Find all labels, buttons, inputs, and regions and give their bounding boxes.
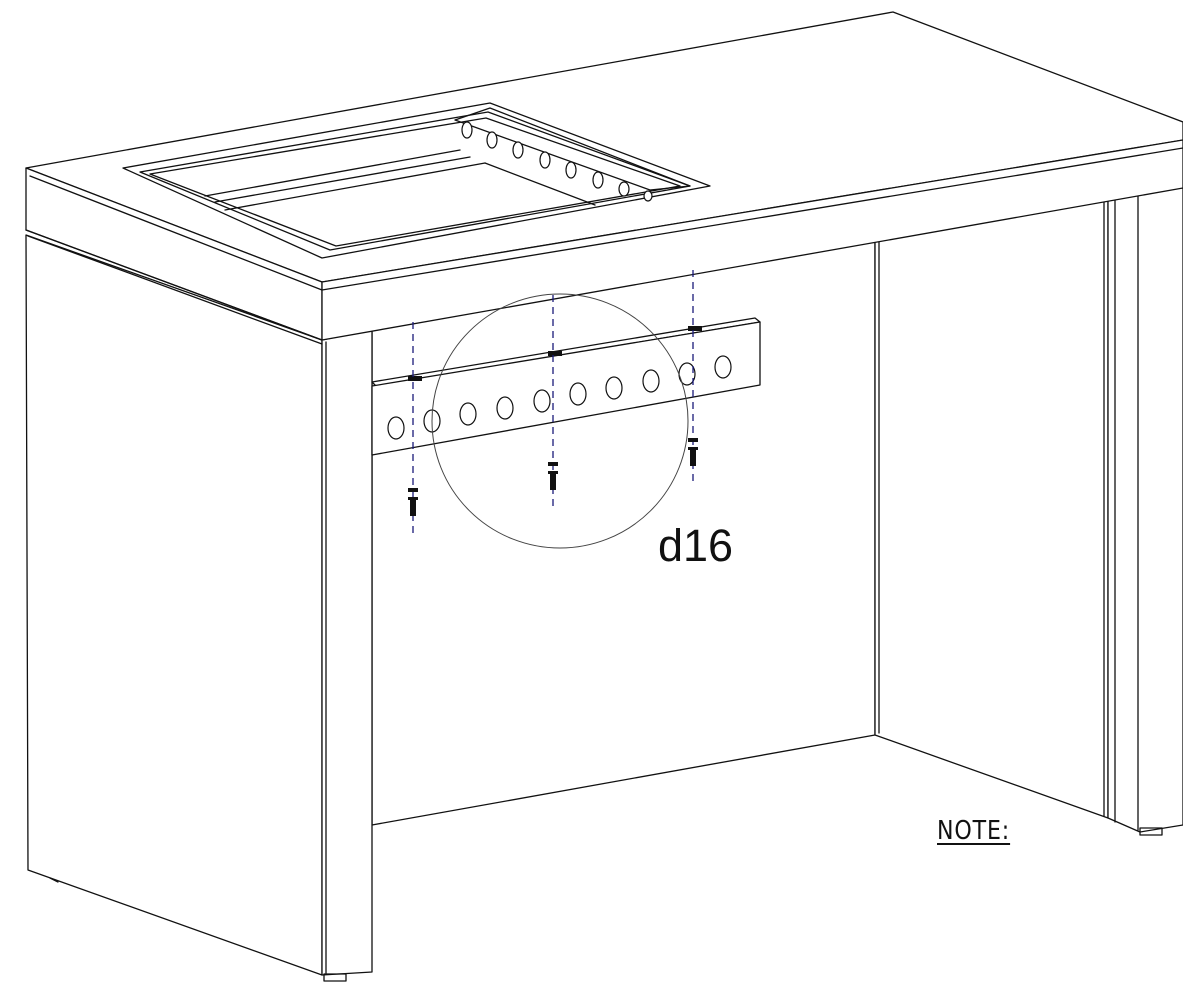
sink-cutout-rim (122, 102, 711, 259)
left-side-panel (25, 234, 323, 976)
right-outer-panel (1107, 179, 1183, 833)
right-foot (1139, 827, 1163, 836)
rail-clip (408, 376, 422, 381)
rail-clip (688, 326, 702, 331)
mounting-rail-holes (387, 355, 732, 440)
note-label: NOTE: (937, 816, 1011, 846)
screw (688, 438, 698, 466)
left-foot (323, 973, 347, 982)
screw (548, 462, 558, 490)
screw (408, 488, 418, 516)
detail-callout-circle (431, 293, 689, 549)
right-inner-panel (874, 194, 1109, 819)
inner-rail-holes (461, 121, 653, 202)
rail-clip (548, 351, 562, 356)
left-front-post (321, 329, 373, 976)
countertop-side-edge (321, 139, 1183, 341)
detail-callout-label: d16 (658, 520, 734, 571)
